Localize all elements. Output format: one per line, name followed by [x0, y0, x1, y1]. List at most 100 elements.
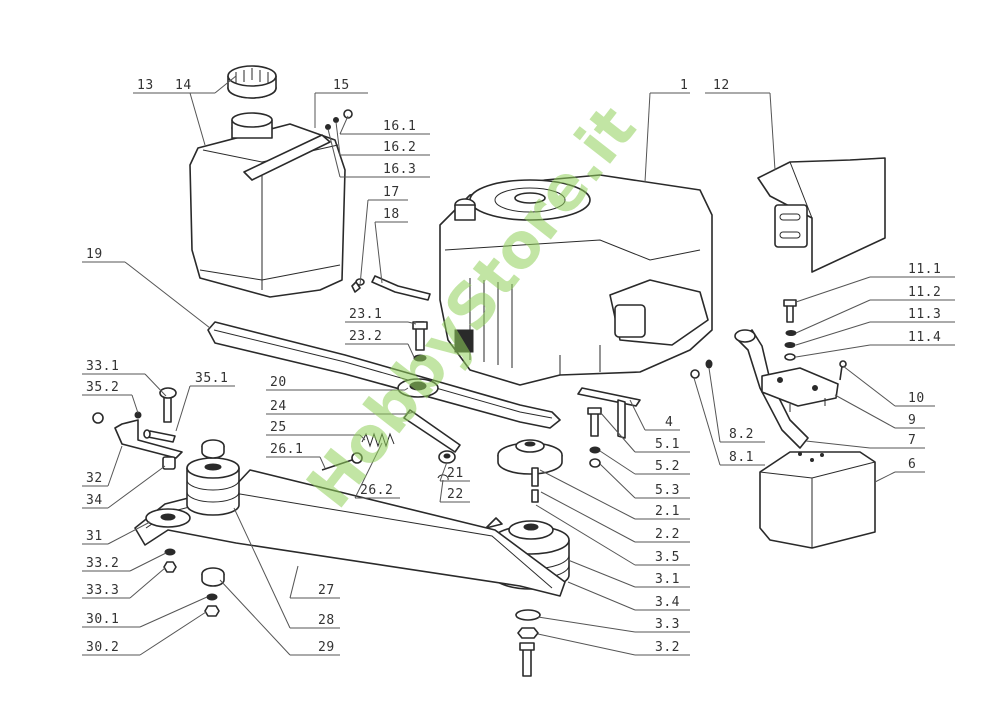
callout-33-3[interactable]: 33.3 [82, 567, 166, 599]
callout-18[interactable]: 18 [374, 207, 408, 284]
callout-20[interactable]: 20 [266, 375, 409, 391]
callout-23-1[interactable]: 23.1 [345, 307, 417, 325]
callout-24[interactable]: 24 [266, 399, 416, 415]
part-nut-21[interactable] [438, 450, 456, 464]
callout-13[interactable]: 13 [133, 78, 206, 146]
part-fuel-cap[interactable] [227, 65, 277, 99]
callout-33-1[interactable]: 33.1 [82, 359, 167, 397]
callout-leader-line [567, 559, 636, 588]
callout-17[interactable]: 17 [359, 185, 408, 286]
callout-3-4[interactable]: 3.4 [567, 581, 690, 611]
part-rod[interactable] [321, 452, 363, 471]
callout-21[interactable]: 21 [439, 461, 470, 482]
part-lever[interactable] [403, 409, 461, 453]
callout-leader-line [289, 565, 299, 599]
callout-label: 3.4 [655, 595, 680, 610]
callout-29[interactable]: 29 [219, 579, 340, 656]
part-engine-pulley[interactable] [497, 439, 563, 503]
part-spacer[interactable] [201, 439, 225, 587]
callout-label: 11.1 [908, 262, 941, 277]
callout-leader-line [339, 115, 349, 135]
callout-32[interactable]: 32 [82, 445, 123, 487]
callout-11-4[interactable]: 11.4 [795, 330, 955, 358]
callout-33-2[interactable]: 33.2 [82, 552, 167, 572]
callout-leader-line [805, 440, 871, 449]
callout-7[interactable]: 7 [805, 433, 925, 449]
callout-leader-line [335, 121, 341, 156]
callout-5-3[interactable]: 5.3 [599, 463, 690, 499]
callout-23-2[interactable]: 23.2 [345, 329, 415, 358]
part-bolt-33[interactable] [159, 387, 177, 573]
part-clip-22[interactable] [437, 474, 449, 481]
callout-28[interactable]: 28 [233, 507, 340, 629]
callout-leader-line [131, 394, 139, 414]
part-idler-pulley[interactable] [145, 508, 191, 528]
callout-16-2[interactable]: 16.2 [335, 121, 430, 156]
callout-26-1[interactable]: 26.1 [266, 442, 326, 469]
part-engine[interactable] [439, 174, 713, 386]
callout-4[interactable]: 4 [629, 399, 680, 431]
part-fuel-hose[interactable] [355, 275, 431, 301]
callout-leader-line [407, 321, 417, 325]
callout-label: 30.2 [86, 640, 119, 655]
callout-leader-line [404, 387, 409, 391]
callout-5-1[interactable]: 5.1 [599, 411, 690, 453]
callout-15[interactable]: 15 [314, 78, 368, 128]
callout-25[interactable]: 25 [266, 420, 366, 441]
callout-26-2[interactable]: 26.2 [354, 442, 400, 499]
callout-label: 33.3 [86, 583, 119, 598]
callout-11-2[interactable]: 11.2 [795, 285, 955, 334]
callout-8-1[interactable]: 8.1 [693, 377, 765, 466]
callout-2-1[interactable]: 2.1 [539, 469, 690, 520]
part-bolt-5[interactable] [587, 407, 602, 468]
callout-22[interactable]: 22 [439, 479, 470, 503]
callout-11-3[interactable]: 11.3 [795, 307, 955, 346]
part-muffler[interactable] [759, 451, 876, 549]
part-exhaust-bracket[interactable] [761, 367, 839, 412]
part-idler-bracket[interactable] [114, 419, 183, 459]
callout-35-2[interactable]: 35.2 [82, 380, 139, 414]
callout-6[interactable]: 6 [874, 457, 925, 483]
callout-30-1[interactable]: 30.1 [82, 596, 208, 628]
part-stacked-pulley[interactable] [186, 457, 240, 516]
callout-5-2[interactable]: 5.2 [599, 450, 690, 475]
callout-19[interactable]: 19 [82, 247, 211, 329]
part-bracket-plate[interactable] [577, 387, 641, 439]
callout-3-2[interactable]: 3.2 [537, 633, 690, 656]
part-bushing-34[interactable] [92, 412, 176, 470]
callout-10[interactable]: 10 [842, 365, 935, 407]
callout-35-1[interactable]: 35.1 [175, 371, 235, 432]
callout-14[interactable]: 14 [172, 75, 237, 94]
part-tube-17[interactable] [351, 281, 361, 293]
part-bolt-23[interactable] [412, 321, 428, 362]
callout-16-3[interactable]: 16.3 [327, 128, 430, 178]
part-pin-35[interactable] [134, 411, 176, 443]
part-fuel-tank[interactable] [189, 112, 346, 298]
callout-12[interactable]: 12 [705, 78, 776, 171]
callout-16-1[interactable]: 16.1 [339, 115, 430, 135]
part-pulley-small[interactable] [397, 378, 439, 398]
callout-31[interactable]: 31 [82, 521, 151, 545]
part-screw-8[interactable] [690, 359, 713, 379]
callout-8-2[interactable]: 8.2 [708, 367, 765, 443]
callout-2-2[interactable]: 2.2 [540, 491, 690, 543]
callout-3-3[interactable]: 3.3 [537, 616, 690, 633]
callout-9[interactable]: 9 [834, 394, 925, 429]
callout-11-1[interactable]: 11.1 [795, 262, 955, 303]
part-tank-screws[interactable] [325, 109, 353, 130]
callout-27[interactable]: 27 [289, 565, 340, 599]
part-screw-10[interactable] [839, 360, 847, 381]
callout-30-2[interactable]: 30.2 [82, 611, 207, 656]
callout-34[interactable]: 34 [82, 465, 166, 509]
callout-3-5[interactable]: 3.5 [535, 504, 690, 566]
callout-label: 20 [270, 375, 287, 390]
callout-label: 24 [270, 399, 287, 414]
callout-1[interactable]: 1 [644, 78, 690, 183]
callout-leader-line [359, 199, 369, 286]
part-spring[interactable] [361, 432, 395, 448]
callout-label: 33.2 [86, 556, 119, 571]
part-engine-cover[interactable] [757, 157, 886, 273]
callout-label: 33.1 [86, 359, 119, 374]
callout-3-1[interactable]: 3.1 [567, 559, 690, 588]
part-bolt-11[interactable] [783, 299, 797, 361]
